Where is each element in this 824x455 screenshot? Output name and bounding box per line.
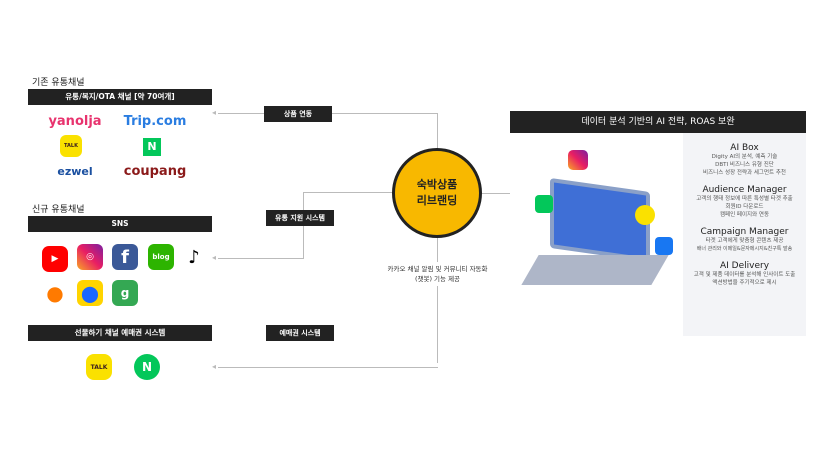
naver-smartplace-icon: N [134, 354, 160, 380]
sns-bar: SNS [28, 216, 212, 232]
right-header-bar: 데이터 분석 기반의 AI 전략, ROAS 보완 [510, 111, 806, 133]
feature-line: 비즈니스 성장 전략과 세그먼트 추천 [703, 170, 786, 176]
carrot-icon: ● [42, 280, 68, 306]
kakaotalk-logo: TALK [60, 135, 82, 157]
new-channels-title: 신규 유통채널 [32, 205, 85, 215]
campaign-manager-title: Campaign Manager [700, 227, 789, 237]
center-note: 카카오 채널 알림 및 커뮤니티 자동화 (챗봇) 기능 제공 [370, 262, 505, 286]
naver-logo: N [143, 138, 161, 156]
feature-line: 고객의 행태 정보에 따른 특성별 타겟 추출 [696, 196, 793, 202]
feature-line: Digity AI의 분석, 예측 기술 [711, 154, 778, 160]
feature-line: 타겟 고객에게 맞춤형 콘텐츠 제공 [705, 238, 784, 244]
ai-delivery-title: AI Delivery [719, 261, 770, 271]
audience-manager-title: Audience Manager [702, 185, 787, 195]
kakaotalk-icon: TALK [86, 354, 112, 380]
existing-channels-title: 기존 유통채널 [32, 78, 85, 88]
feature-line: 배너 관리와 이메일&문자메시지&친구톡 발송 [696, 246, 793, 252]
feature-line: 캠페인 페이지와 연동 [719, 212, 770, 218]
ai-features-panel: AI Box Digity AI의 분석, 예측 기술 DBTI 비즈니스 유형… [683, 133, 806, 336]
feature-line: 액션방법을 주기적으로 제시 [712, 280, 777, 286]
blog-icon: blog [148, 244, 174, 270]
tiktok-icon: ♪ [181, 244, 207, 270]
feature-line: 회원ID 다운로드 [725, 204, 764, 210]
tripcom-logo: Trip.com [123, 114, 187, 129]
voucher-system-tag: 예매권 시스템 [266, 325, 334, 341]
coupang-logo: coupang [123, 164, 187, 179]
ai-box-title: AI Box [730, 143, 759, 153]
ezwel-logo: ezwel [57, 165, 93, 178]
existing-channels-bar: 유통/복지/OTA 채널 [약 70여개] [28, 89, 212, 105]
center-line1: 숙박상품 [416, 178, 458, 191]
instagram-icon: ◎ [77, 244, 103, 270]
google-maps-icon: g [112, 280, 138, 306]
laptop-illustration [510, 145, 678, 330]
facebook-icon: f [112, 244, 138, 270]
center-note-line2: (챗봇) 기능 제공 [414, 275, 461, 283]
center-line2: 리브랜딩 [416, 194, 458, 207]
youtube-icon: ▶ [42, 246, 68, 272]
center-note-line1: 카카오 채널 알림 및 커뮤니티 자동화 [387, 265, 488, 273]
distribution-system-tag: 유통 지원 시스템 [266, 210, 334, 226]
yanolja-logo: yanolja [48, 114, 102, 129]
feature-line: DBTI 비즈니스 유형 진단 [715, 162, 774, 168]
product-link-tag: 상품 연동 [264, 106, 332, 122]
map-pin-icon: ⬤ [77, 280, 103, 306]
feature-line: 고객 및 제품 데이터를 분석해 인사이트 도출 [693, 272, 796, 278]
gift-channel-bar: 선물하기 채널 예매권 시스템 [28, 325, 212, 341]
center-circle: 숙박상품 리브랜딩 [392, 148, 482, 238]
